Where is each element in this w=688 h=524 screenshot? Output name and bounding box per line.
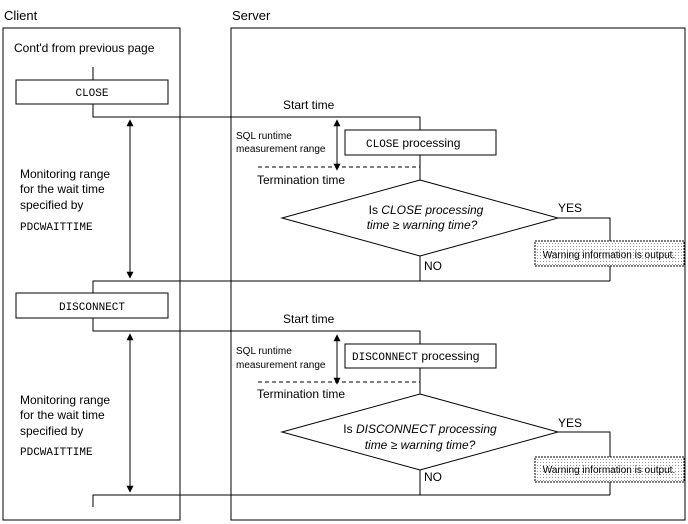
close-yes-label: YES bbox=[558, 201, 582, 215]
server-lane bbox=[230, 27, 686, 521]
close-client-box bbox=[15, 79, 169, 105]
disconnect-client-box bbox=[15, 292, 169, 319]
client-lane bbox=[2, 27, 181, 521]
disconnect-warning-box bbox=[534, 456, 685, 483]
continued-label: Cont'd from previous page bbox=[14, 41, 155, 55]
close-yes-line bbox=[558, 217, 611, 241]
disconnect-monitor-param: PDCWAITTIME bbox=[20, 447, 93, 459]
disconnect-monitor-line3: specified by bbox=[20, 424, 83, 438]
close-monitor-line2: for the wait time bbox=[20, 182, 105, 196]
close-sql-range-line2: measurement range bbox=[236, 144, 326, 155]
disconnect-termination-time: Termination time bbox=[257, 387, 345, 401]
close-no-label: NO bbox=[424, 259, 442, 273]
close-process-box bbox=[344, 129, 497, 156]
close-section: CLOSE Start time SQL runtime measurement… bbox=[15, 67, 685, 293]
close-monitor-line3: specified by bbox=[20, 198, 83, 212]
disconnect-process-label: DISCONNECT processing bbox=[352, 349, 479, 364]
close-decision-line2: time ≥ warning time? bbox=[367, 218, 478, 232]
disconnect-client-label: DISCONNECT bbox=[59, 302, 125, 314]
close-warning-box bbox=[534, 240, 685, 267]
disconnect-monitor-line1: Monitoring range bbox=[20, 393, 110, 407]
close-process-label: CLOSE processing bbox=[366, 136, 460, 151]
disconnect-yes-line bbox=[558, 431, 611, 457]
close-monitor-param: PDCWAITTIME bbox=[20, 222, 93, 234]
disconnect-request-line bbox=[92, 318, 421, 344]
server-column-label: Server bbox=[232, 8, 271, 23]
disconnect-monitor-line2: for the wait time bbox=[20, 408, 105, 422]
close-monitor-line1: Monitoring range bbox=[20, 167, 110, 181]
disconnect-section: DISCONNECT Start time SQL runtime measur… bbox=[15, 292, 685, 507]
close-termination-time: Termination time bbox=[257, 173, 345, 187]
disconnect-decision-line1: Is DISCONNECT processing bbox=[343, 422, 497, 436]
close-return-line bbox=[92, 280, 610, 293]
close-warning-text: Warning information is output. bbox=[543, 250, 675, 261]
disconnect-sql-range-line1: SQL runtime bbox=[236, 346, 292, 357]
close-decision-line1: Is CLOSE processing bbox=[369, 203, 484, 217]
disconnect-sql-range-line2: measurement range bbox=[236, 360, 326, 371]
disconnect-warning-text: Warning information is output. bbox=[543, 465, 675, 476]
disconnect-start-time: Start time bbox=[283, 312, 335, 326]
client-column-label: Client bbox=[4, 8, 38, 23]
disconnect-return-line bbox=[92, 494, 610, 507]
disconnect-process-box bbox=[344, 343, 497, 369]
close-sql-range-line1: SQL runtime bbox=[236, 131, 292, 142]
disconnect-yes-label: YES bbox=[558, 416, 582, 430]
disconnect-decision-line2: time ≥ warning time? bbox=[365, 438, 476, 452]
close-request-line bbox=[92, 104, 421, 130]
close-client-label: CLOSE bbox=[75, 88, 108, 100]
close-start-time: Start time bbox=[283, 98, 335, 112]
disconnect-no-label: NO bbox=[424, 470, 442, 484]
